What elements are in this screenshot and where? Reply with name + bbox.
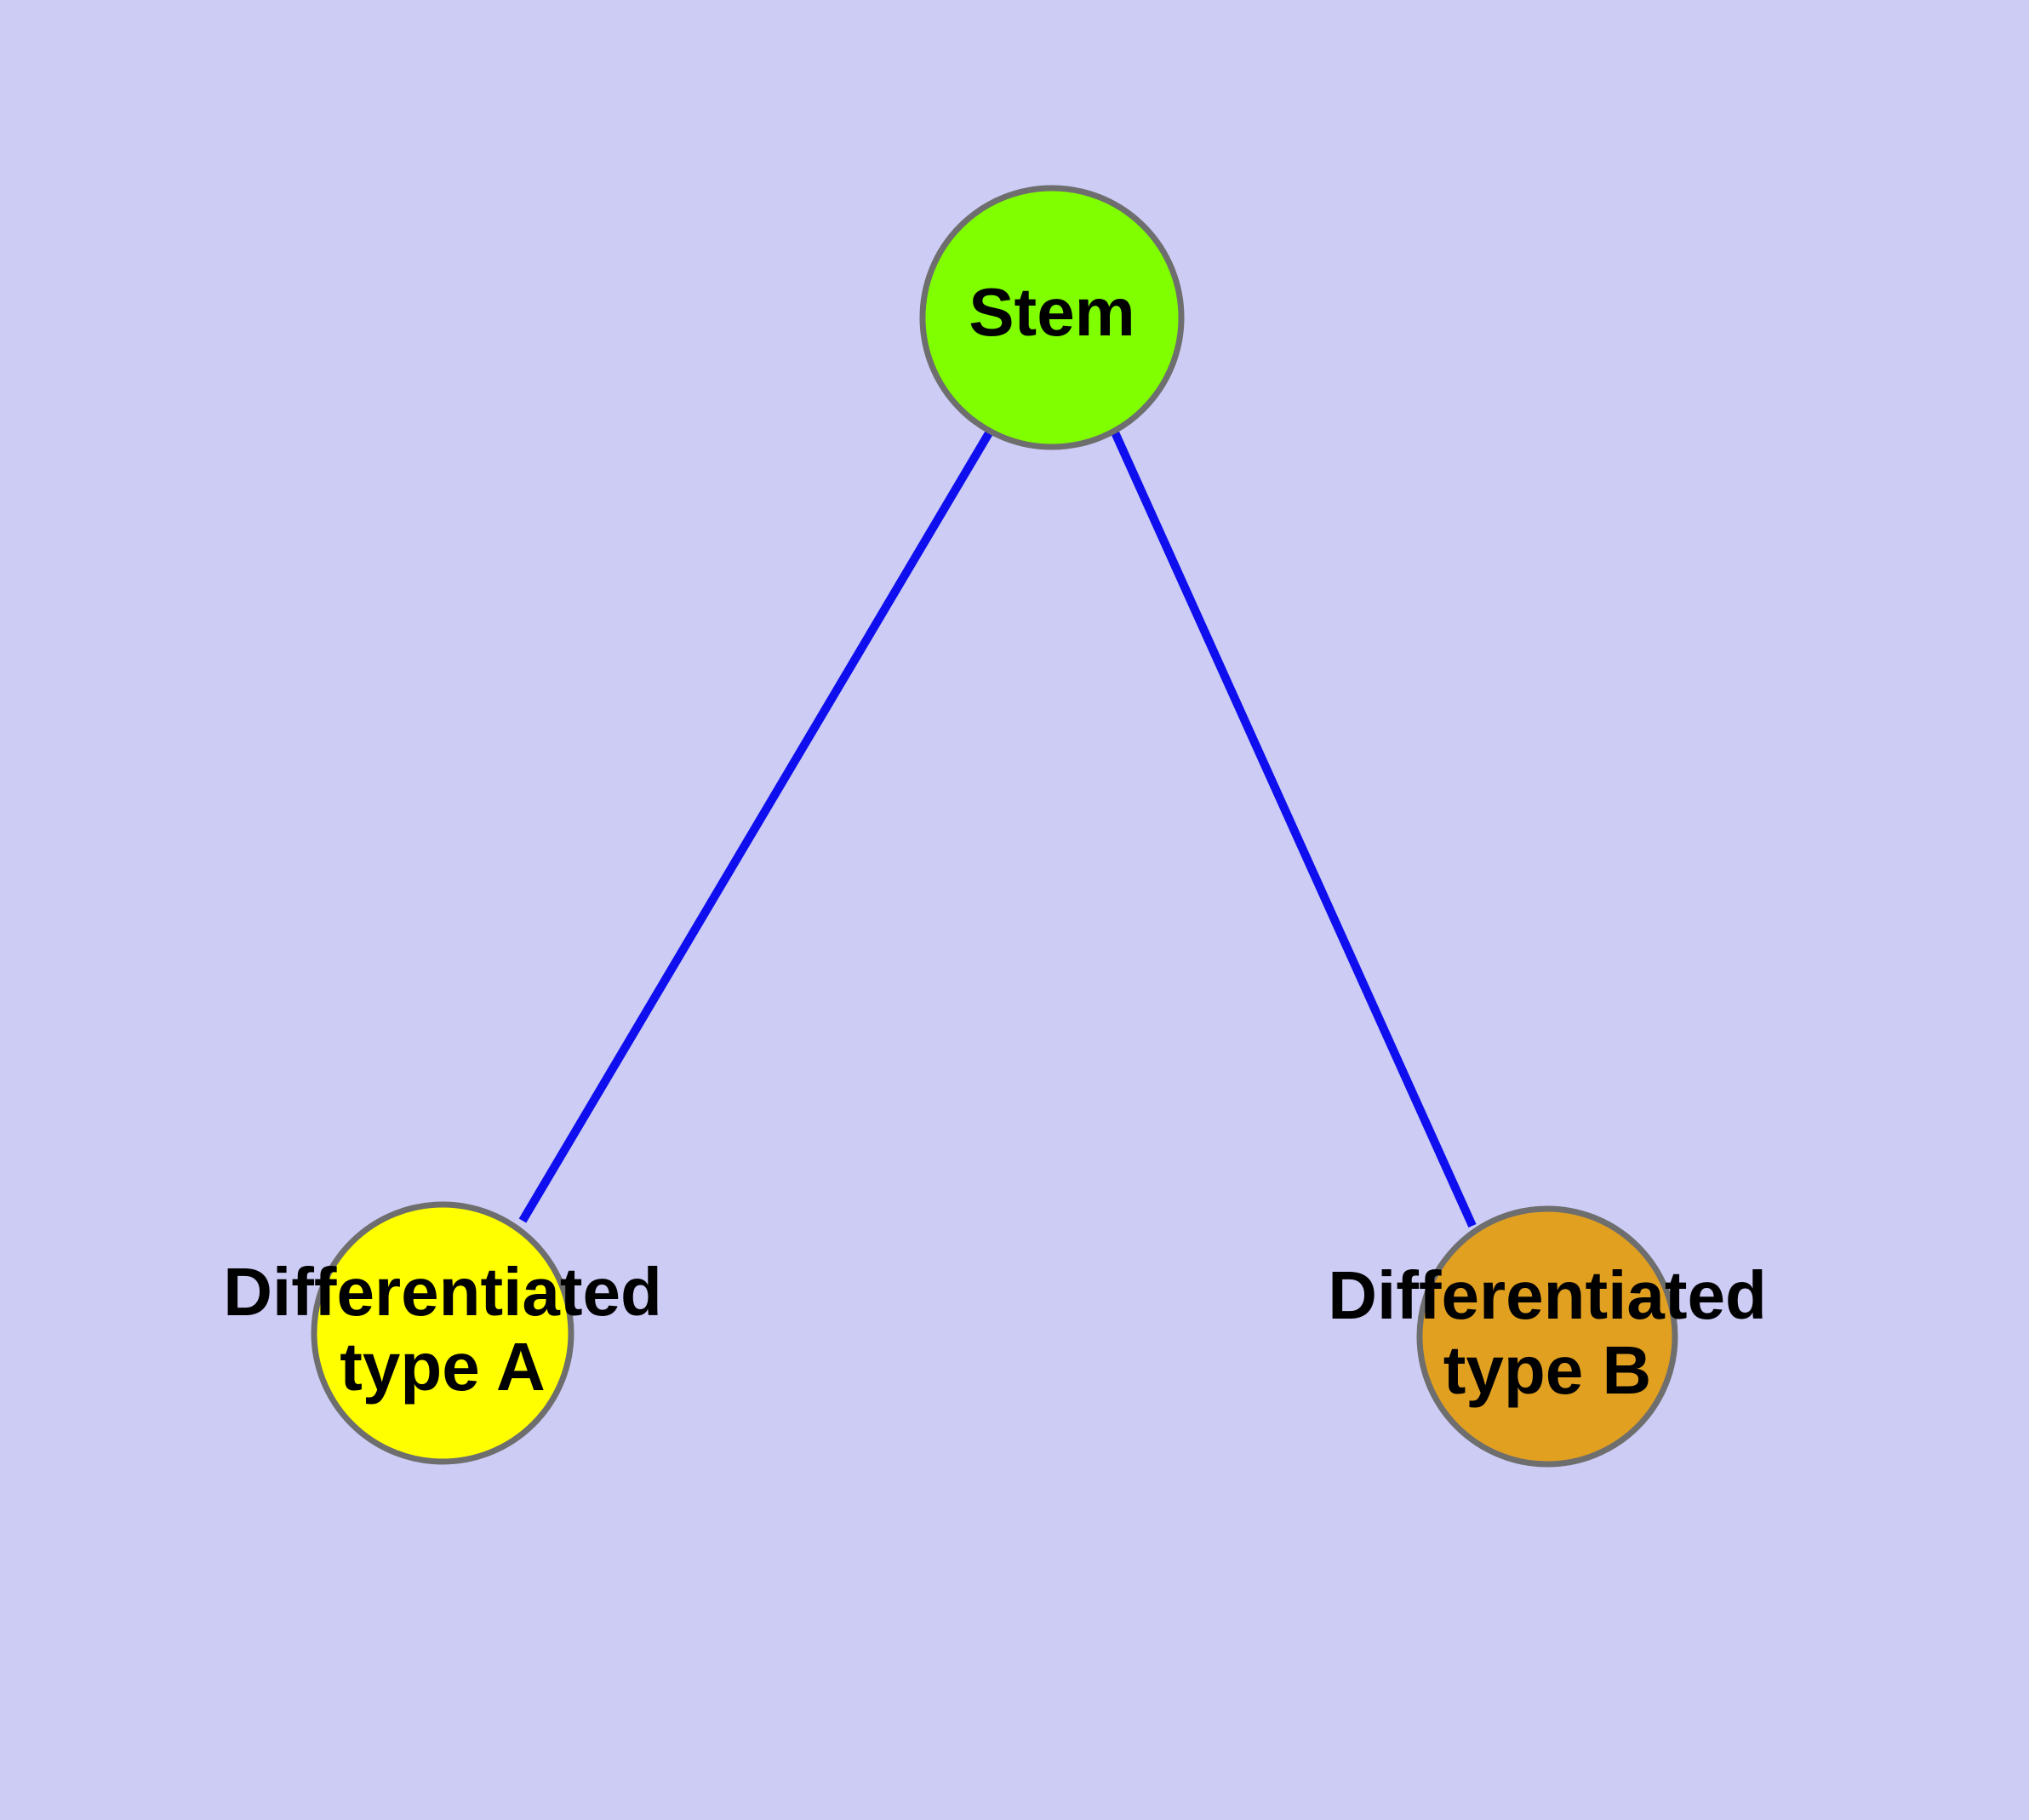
node-differentiated-type-a-circle[interactable]: [311, 1201, 574, 1465]
node-differentiated-type-a[interactable]: Differentiated type A: [223, 1201, 662, 1465]
edge-stem-to-differentiated-type-b: [1111, 430, 1477, 1228]
node-stem-label: Stem: [969, 274, 1135, 350]
node-layer: Stem Differentiated type A Differentiate…: [223, 185, 1767, 1468]
node-differentiated-type-b-circle[interactable]: [1416, 1205, 1678, 1468]
node-differentiated-type-a-label-line2: type A: [340, 1329, 546, 1405]
node-differentiated-type-b[interactable]: Differentiated type B: [1328, 1205, 1767, 1468]
node-differentiated-type-a-label-line1: Differentiated: [223, 1254, 662, 1330]
node-stem[interactable]: Stem: [919, 185, 1185, 450]
node-differentiated-type-b-label-line2: type B: [1443, 1332, 1652, 1408]
edge-layer: [518, 429, 1477, 1228]
edge-stem-to-differentiated-type-a: [518, 429, 994, 1223]
node-differentiated-type-b-label-line1: Differentiated: [1328, 1257, 1767, 1333]
node-stem-circle[interactable]: [919, 185, 1185, 450]
